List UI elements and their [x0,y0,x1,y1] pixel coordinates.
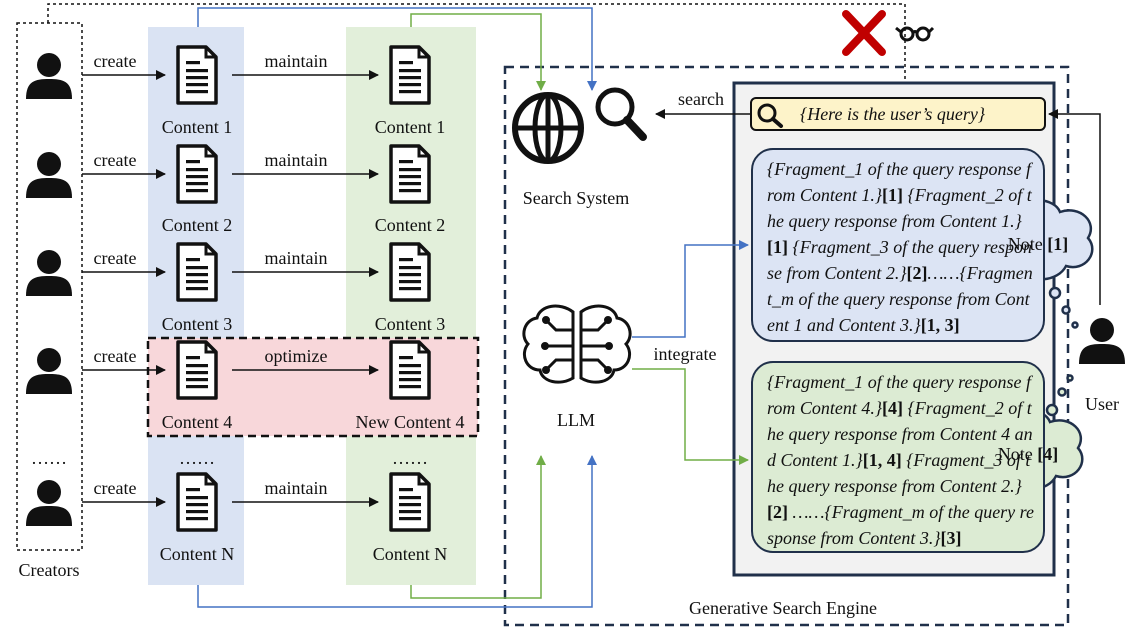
create-label-n: create [94,478,137,498]
blue-index-line-top [197,7,597,91]
llm-label: LLM [557,410,595,430]
integrate-label: integrate [654,344,717,364]
green-index-line-top [410,13,546,91]
search-label: search [678,89,724,109]
note-1: Note [1] [993,234,1083,255]
content-2-document-icon [176,144,218,204]
maintain-label-1: maintain [265,51,328,71]
maintained-3-document-icon [389,242,431,302]
optimize-label: optimize [265,346,328,366]
maintain-label-3: maintain [265,248,328,268]
new-content-4-document-icon [389,340,431,400]
content-4-document-icon [176,340,218,400]
content-4-label: Content 4 [162,412,233,432]
user-query-arrow [1048,109,1101,305]
maintained-n-document-icon [389,472,431,532]
note-4-ref: [4] [1037,444,1059,464]
create-label-1: create [94,51,137,71]
creator-4-person-icon [26,348,72,394]
query-text: {Here is the user’s query} [800,104,986,124]
original-ellipsis: …… [179,448,215,468]
fragment-text: {Fragment_1 of the query response from C… [767,159,1031,205]
fragment-text: {Fragment_1 of the query response from C… [767,372,1031,418]
create-label-4: create [94,346,137,366]
create-label-2: create [94,150,137,170]
generative-search-engine-label: Generative Search Engine [689,598,877,618]
content-2-label: Content 2 [162,215,233,235]
citation: [1, 4] [862,450,902,470]
maintained-2-document-icon [389,144,431,204]
content-1-label: Content 1 [162,117,233,137]
note-1-text: Note [1007,234,1048,254]
green-response-fragments: {Fragment_1 of the query response from C… [751,361,1045,553]
integrate-arrow-green [632,368,749,465]
fragment-text: {Fragment_2 of the query response from C… [767,398,1033,470]
query-bar: {Here is the user’s query} [750,97,1046,131]
note-1-ref: [1] [1047,234,1069,254]
citation: [1] [882,185,904,205]
globe-magnifier-icon [512,87,647,164]
citation: [3] [940,528,962,548]
new-content-4-label: New Content 4 [356,412,465,432]
glasses-icon [895,26,935,42]
citation: [1] [767,237,788,257]
creator-2-person-icon [26,152,72,198]
brain-circuit-icon [522,304,632,384]
content-3-label: Content 3 [162,314,233,334]
create-label-3: create [94,248,137,268]
user-label: User [1085,394,1119,414]
blue-index-line-bottom [197,455,597,608]
citation: [1, 3] [920,315,960,335]
creator-3-person-icon [26,250,72,296]
maintained-3-label: Content 3 [375,314,446,334]
citation: [2] [767,502,788,522]
fragment-text: {Fragment_3 of the query response from C… [767,450,1031,496]
note-4: Note [4] [983,444,1073,465]
red-x-icon [842,10,886,56]
content-n-label: Content N [160,544,235,564]
creators-label: Creators [19,560,80,580]
search-system-label: Search System [523,188,629,208]
fragment-text: ……{Fragment_m of the query response from… [767,502,1034,548]
maintained-1-label: Content 1 [375,117,446,137]
maintain-label-2: maintain [265,150,328,170]
user-person-icon [1079,318,1125,364]
integrate-arrow-blue [632,240,749,338]
note-4-text: Note [997,444,1038,464]
content-3-document-icon [176,242,218,302]
creator-1-person-icon [26,53,72,99]
fragment-text: {Fragment_2 of the query response from C… [767,185,1032,231]
green-index-line-bottom [410,455,546,599]
observation-dashed-line [47,3,910,93]
fragment-text: {Fragment_3 of the query response from C… [767,237,1032,283]
citation: [2] [906,263,928,283]
maintained-1-document-icon [389,45,431,105]
citation: [4] [882,398,904,418]
maintained-2-label: Content 2 [375,215,446,235]
fragment-text: ……{Fragment_m of the query response from… [767,263,1033,335]
creator-n-person-icon [26,480,72,526]
maintained-ellipsis: …… [392,448,428,468]
maintain-label-n: maintain [265,478,328,498]
generative-search-engine-box [503,65,1070,627]
content-n-document-icon [176,472,218,532]
magnifier-icon [757,103,783,128]
content-1-document-icon [176,45,218,105]
maintained-n-label: Content N [373,544,448,564]
creators-ellipsis: …… [31,448,67,468]
blue-response-fragments: {Fragment_1 of the query response from C… [751,148,1045,342]
creators-box [16,22,83,551]
